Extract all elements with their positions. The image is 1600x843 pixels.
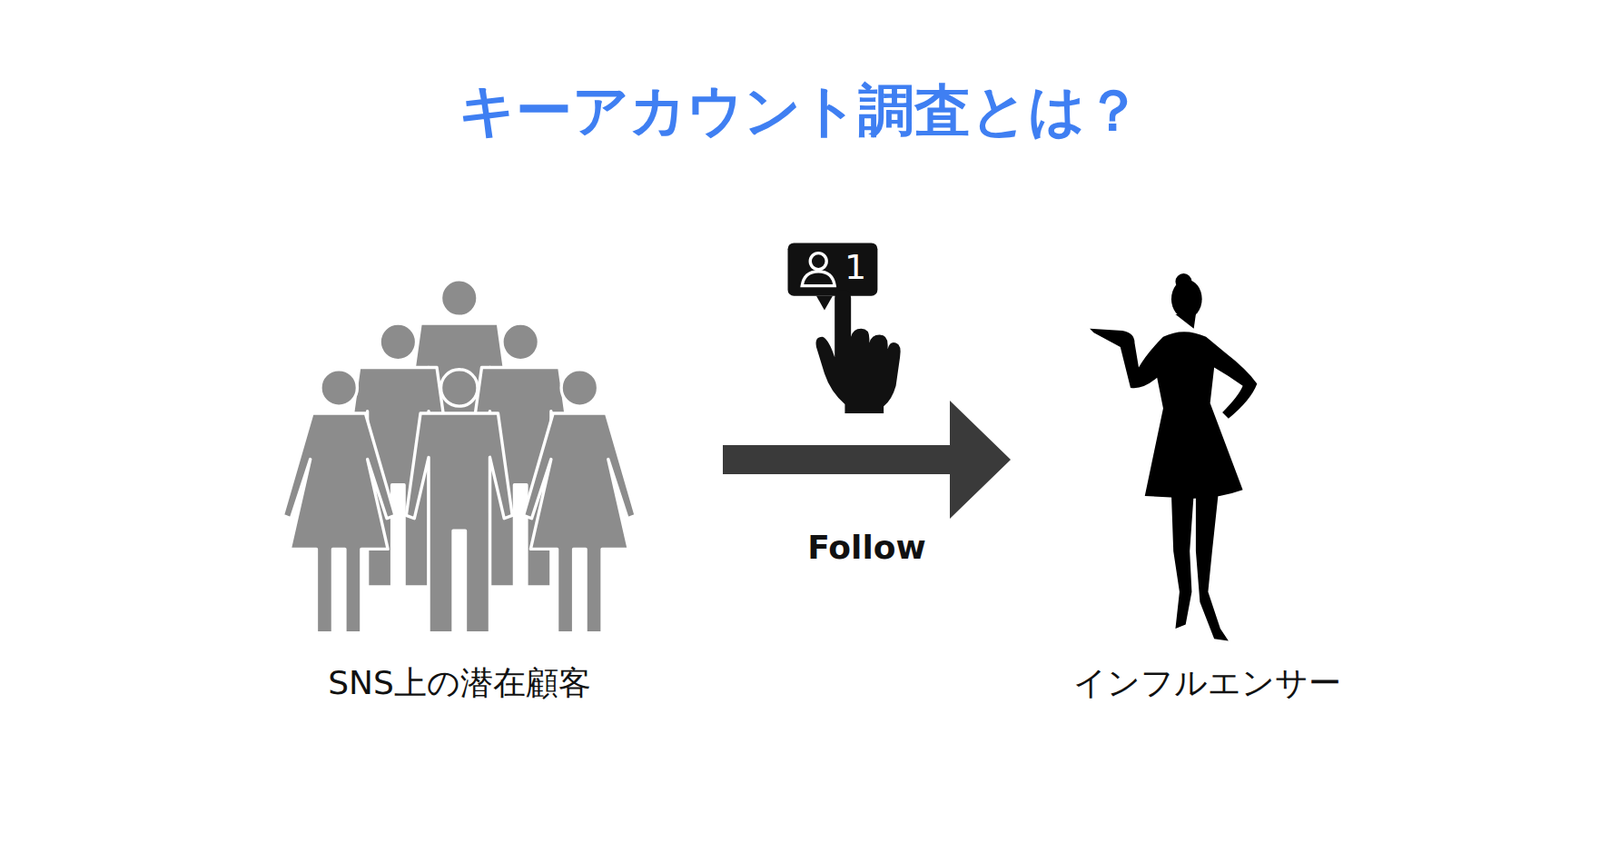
figure-node: SNS上の潜在顧客 xyxy=(272,272,723,709)
arrow-shape xyxy=(722,400,1011,519)
edge-label: Follow xyxy=(807,528,927,566)
figure-node: インフルエンサー xyxy=(1010,272,1374,709)
badge-number: 1 xyxy=(844,246,867,287)
influencer-figure xyxy=(1089,273,1257,641)
node-label: インフルエンサー xyxy=(1073,661,1342,706)
node-label: SNS上の潜在顧客 xyxy=(327,661,592,706)
diagram-title: キーアカウント調査とは？ xyxy=(0,72,1600,149)
crowd-figure xyxy=(282,279,636,633)
follow-arrow xyxy=(722,400,1011,519)
follow-hand-icon xyxy=(788,242,901,414)
